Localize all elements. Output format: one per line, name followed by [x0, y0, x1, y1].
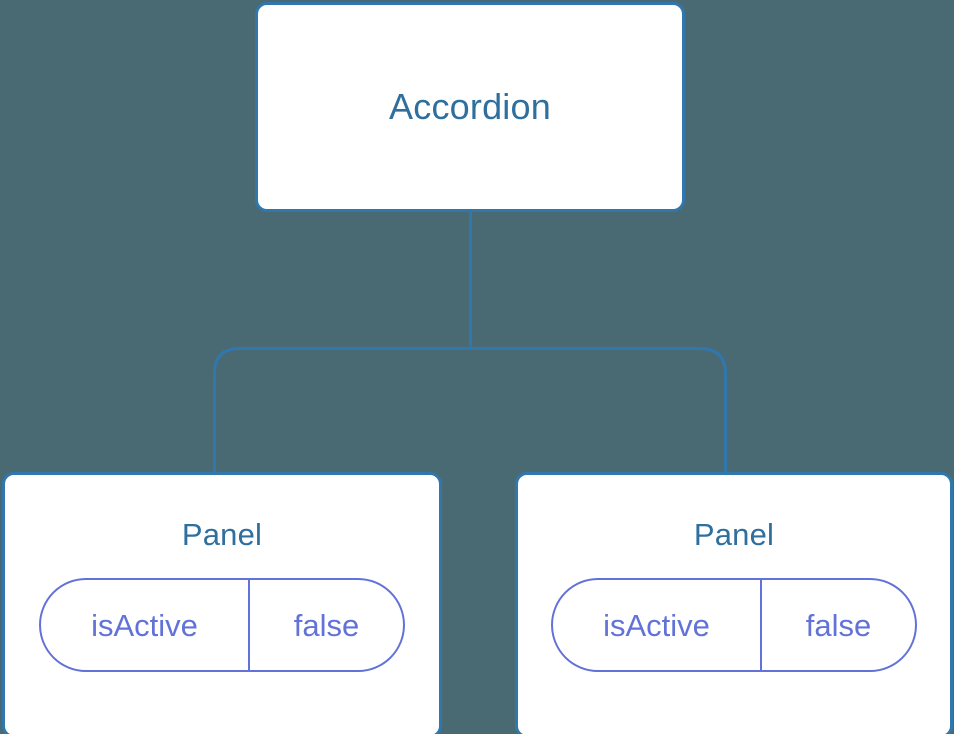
node-accordion[interactable]: Accordion: [255, 2, 685, 212]
node-panel-left-title: Panel: [181, 517, 263, 552]
connector-branch-left: [213, 347, 471, 474]
prop-value-label: false: [805, 607, 872, 643]
node-panel-left[interactable]: Panel isActive false: [2, 472, 442, 734]
prop-pill-isactive-right[interactable]: isActive false: [551, 578, 917, 672]
prop-value-label: false: [293, 607, 360, 643]
prop-key-label: isActive: [553, 580, 762, 670]
prop-key-label: isActive: [41, 580, 250, 670]
node-panel-right[interactable]: Panel isActive false: [515, 472, 953, 734]
connector-branch-right: [470, 347, 727, 474]
node-accordion-title: Accordion: [389, 86, 551, 127]
prop-pill-isactive-left[interactable]: isActive false: [39, 578, 405, 672]
node-panel-right-title: Panel: [693, 517, 775, 552]
